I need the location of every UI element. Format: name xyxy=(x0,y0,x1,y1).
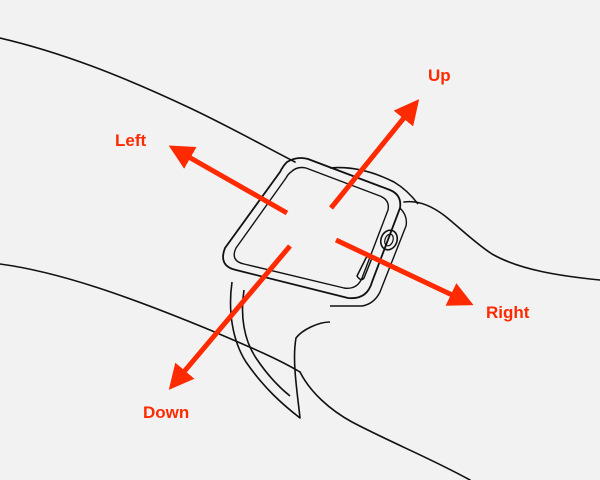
watch-case-outer xyxy=(222,157,402,300)
band-lower xyxy=(229,281,331,419)
hand-upper-edge xyxy=(403,200,600,281)
label-left: Left xyxy=(115,131,147,150)
watch-case-side xyxy=(330,207,408,307)
label-right: Right xyxy=(486,303,530,322)
arrow-left xyxy=(168,145,289,216)
digital-crown-icon xyxy=(379,229,399,251)
label-down: Down xyxy=(143,403,190,422)
wrist-outline xyxy=(0,37,600,480)
arm-upper-edge xyxy=(0,37,296,163)
direction-arrows xyxy=(168,99,474,390)
arrow-up xyxy=(329,99,420,210)
hand-lower-edge xyxy=(299,371,471,480)
watch-band xyxy=(229,166,419,419)
band-lower-inner xyxy=(241,289,291,397)
arrow-right xyxy=(334,237,474,306)
watch-screen xyxy=(233,166,390,289)
band-upper xyxy=(329,166,419,205)
arm-lower-edge xyxy=(0,263,301,373)
arrow-down xyxy=(168,244,292,390)
smartwatch-icon xyxy=(222,157,408,307)
label-up: Up xyxy=(428,66,451,85)
